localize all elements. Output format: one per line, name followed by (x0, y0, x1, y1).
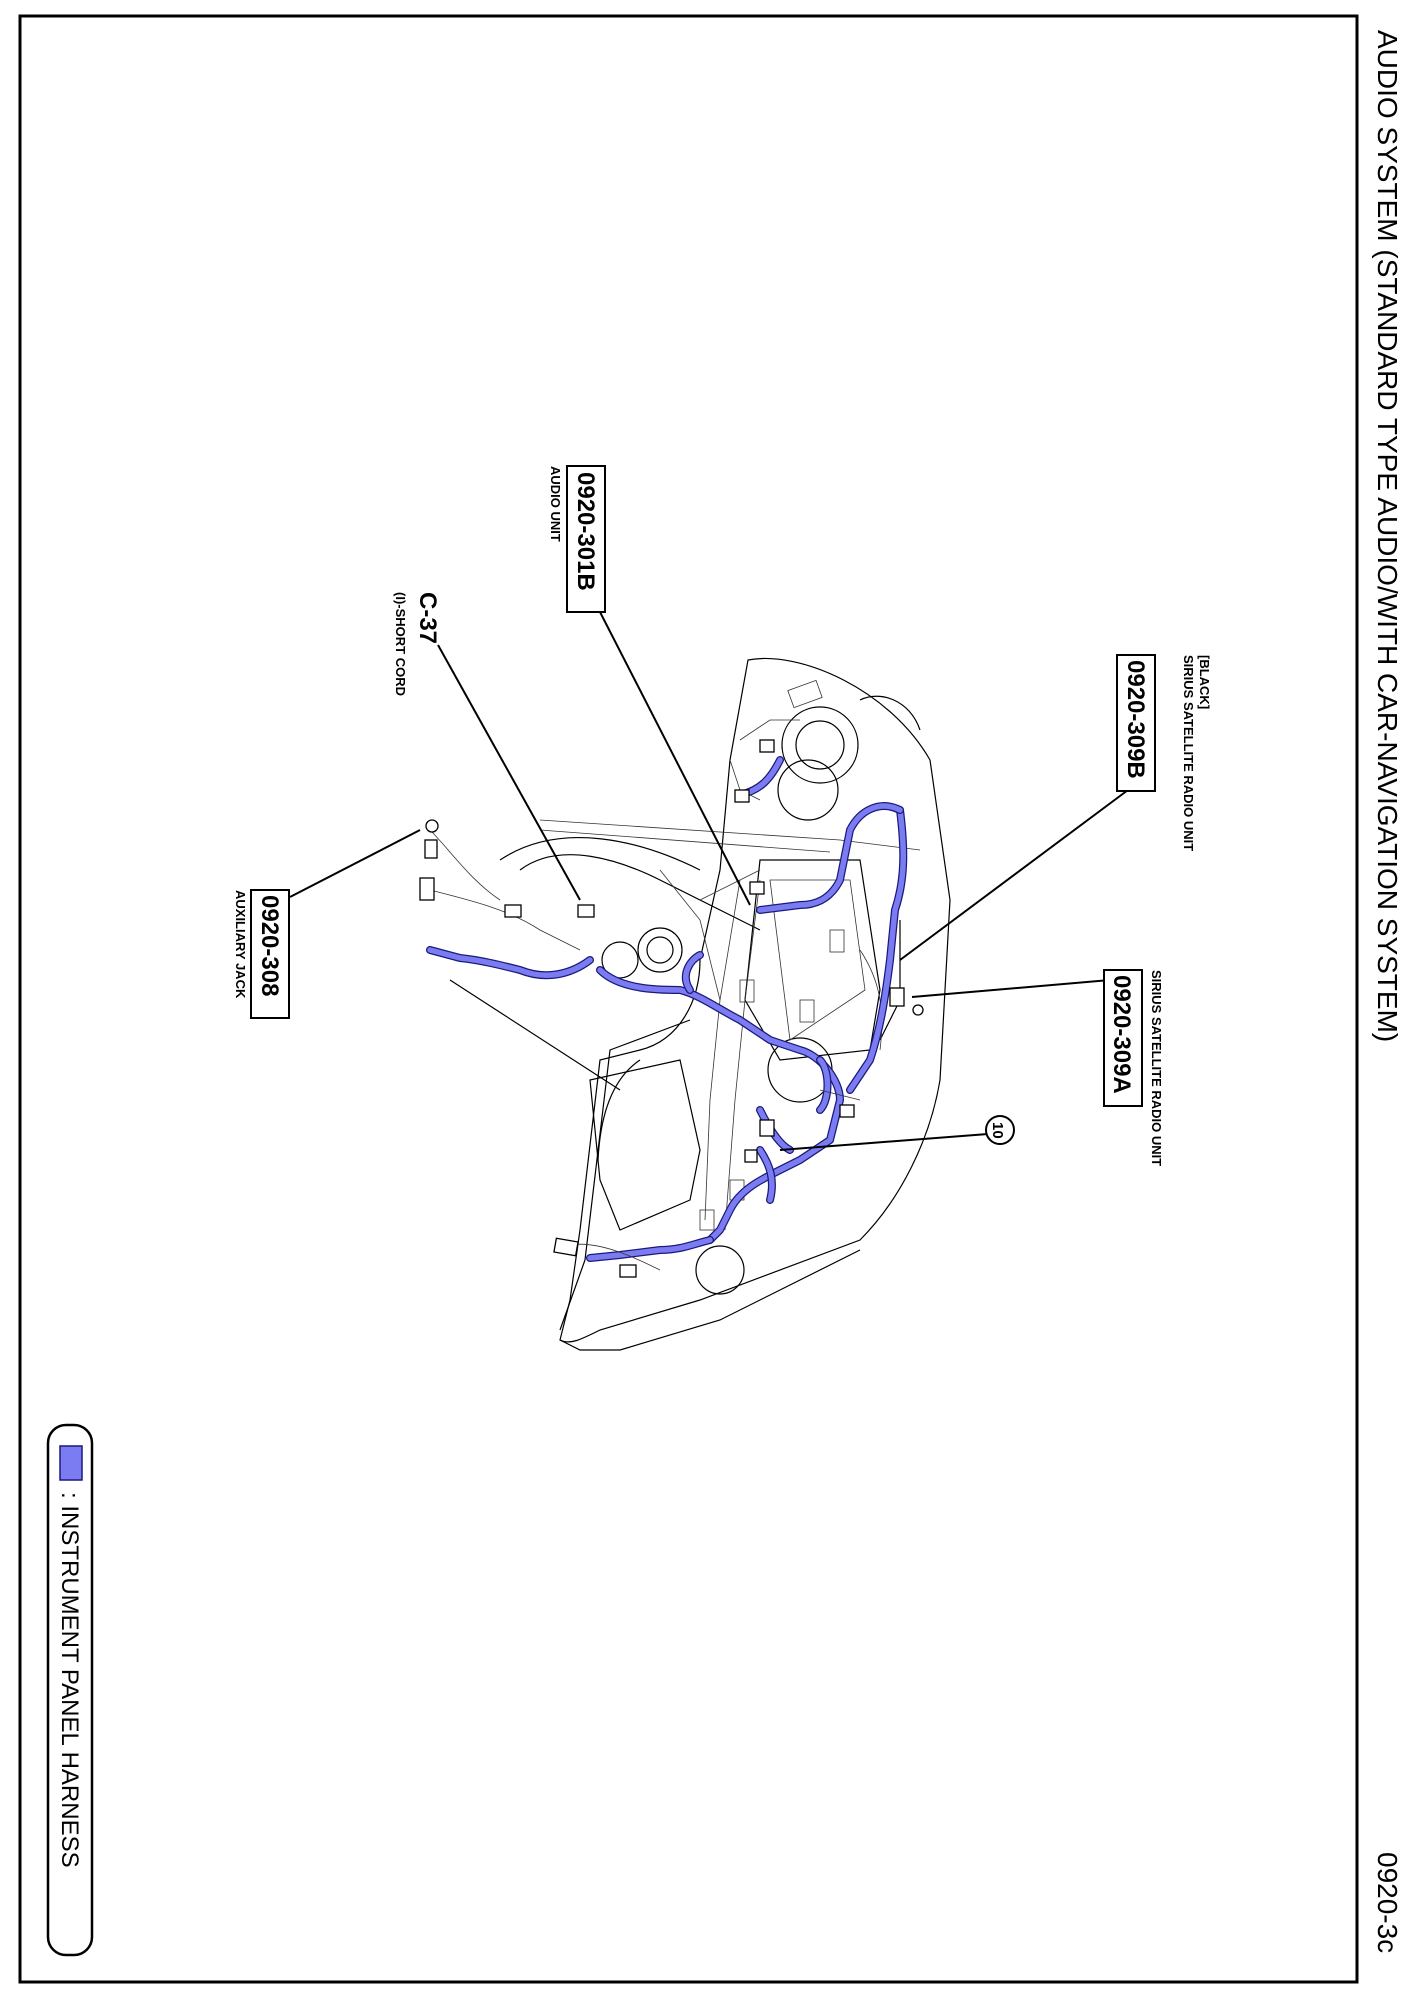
callout-label: [BLACK] (1197, 655, 1212, 709)
callout-code: 0920-309A (1108, 975, 1135, 1094)
ground-point-10: 10 (985, 1115, 1015, 1145)
callout-code: 0920-309B (1122, 660, 1149, 779)
ground-point-number: 10 (989, 1122, 1006, 1139)
callout-label: (I)-SHORT CORD (393, 592, 408, 696)
instrument-panel-drawing (449, 657, 951, 1351)
connector-shapes (419, 739, 924, 1278)
page-frame (18, 14, 1359, 1984)
instrument-panel-harness (426, 756, 908, 1262)
callout-code: 0920-301B (572, 472, 599, 591)
legend-label: : INSTRUMENT PANEL HARNESS (56, 1492, 83, 1868)
callout-0920-308: 0920-308 AUXILIARY JACK (233, 889, 290, 1019)
callout-0920-301B: 0920-301B AUDIO UNIT (548, 465, 606, 613)
legend: : INSTRUMENT PANEL HARNESS (46, 1423, 94, 1957)
page-number: 0920-3c (1372, 1852, 1403, 1953)
callout-label: SIRIUS SATELLITE RADIO UNIT (1149, 970, 1164, 1166)
legend-swatch (59, 1445, 83, 1481)
callout-code: C-37 (414, 592, 441, 644)
callout-label: AUXILIARY JACK (233, 890, 248, 999)
callout-C-37: C-37 (I)-SHORT CORD (393, 592, 441, 696)
wiring-leads (429, 719, 861, 1271)
callout-0920-309A: 0920-309A SIRIUS SATELLITE RADIO UNIT (1103, 969, 1164, 1166)
callout-leaders (289, 611, 1129, 1151)
callout-label: SIRIUS SATELLITE RADIO UNIT (1181, 655, 1196, 851)
callout-code: 0920-308 (256, 895, 283, 996)
callout-label: AUDIO UNIT (548, 466, 563, 542)
callout-0920-309B: 0920-309B [BLACK] SIRIUS SATELLITE RADIO… (1116, 654, 1212, 851)
page-title: AUDIO SYSTEM (STANDARD TYPE AUDIO/WITH C… (1372, 30, 1403, 1042)
